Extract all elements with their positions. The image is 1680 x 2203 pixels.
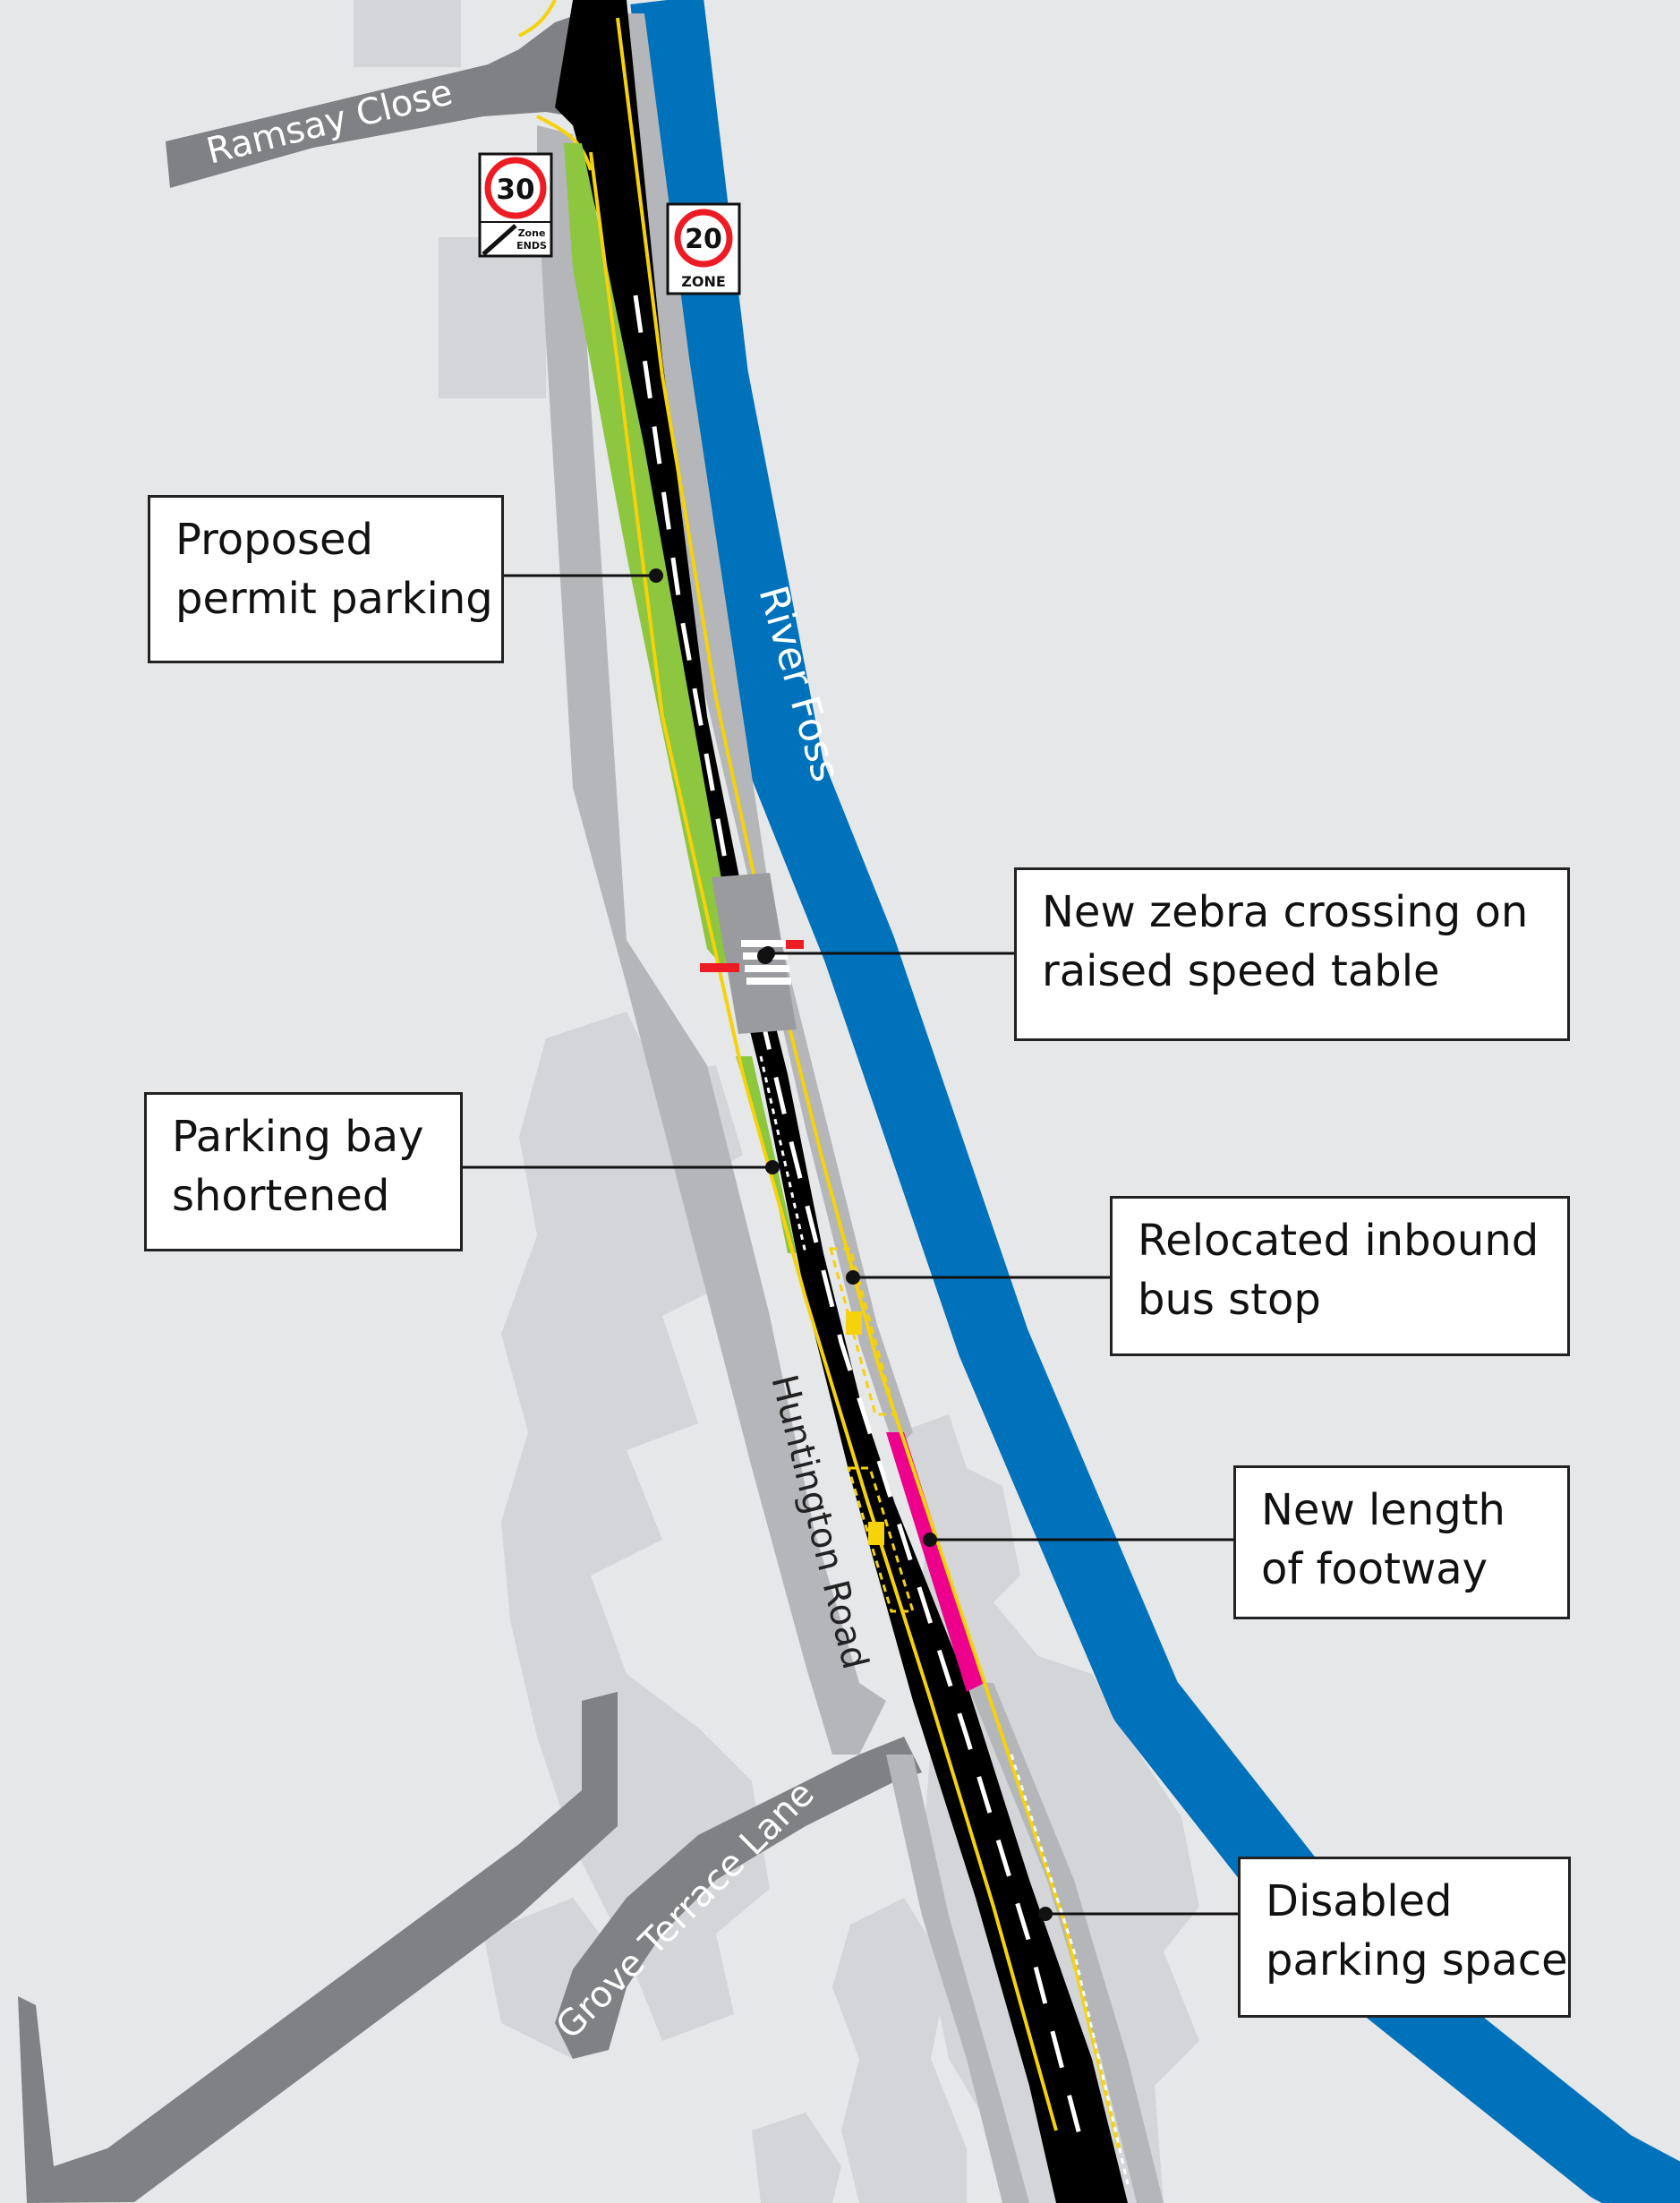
callout-line: bus stop bbox=[1138, 1275, 1321, 1325]
permit-parking-strip-south bbox=[736, 1056, 797, 1253]
speed-30-caption-line1: Zone bbox=[518, 227, 546, 239]
callout-line: Parking bay bbox=[172, 1112, 424, 1162]
crossing-kerb-west bbox=[700, 963, 739, 972]
yellow-line-west bbox=[589, 151, 1058, 2131]
centre-line bbox=[633, 295, 1086, 2149]
south-west-footway bbox=[886, 1755, 1029, 2203]
speed-30-caption-line2: ENDS bbox=[516, 240, 547, 252]
callout-line: raised speed table bbox=[1042, 946, 1440, 996]
callout-line: parking space bbox=[1266, 1935, 1568, 1985]
west-footway bbox=[537, 125, 886, 1755]
bus-stop-markings bbox=[829, 1247, 916, 1613]
callout-line: permit parking bbox=[175, 574, 493, 624]
parking-bay-dotted-line bbox=[759, 1055, 807, 1254]
ramsay-close-kerb-line bbox=[518, 0, 557, 38]
callout-footway: New length of footway bbox=[1233, 1465, 1570, 1619]
speed-limit-20-zone-sign: 20 ZONE bbox=[666, 202, 741, 295]
callout-line: Proposed bbox=[175, 515, 373, 565]
callout-line: Disabled bbox=[1266, 1876, 1453, 1926]
callout-permit-parking: Proposed permit parking bbox=[148, 495, 504, 663]
yellow-line-east bbox=[616, 17, 1121, 2149]
ramsay-close-road bbox=[166, 16, 627, 188]
side-roads bbox=[18, 16, 922, 2203]
bus-stop-text-marks bbox=[846, 1311, 884, 1545]
callout-line: New zebra crossing on bbox=[1042, 887, 1529, 937]
footways bbox=[537, 13, 1164, 2203]
zebra-crossing bbox=[700, 873, 804, 1034]
callout-line: of footway bbox=[1261, 1544, 1488, 1594]
grove-terrace-lane-road bbox=[555, 1737, 922, 2059]
callout-line: Relocated inbound bbox=[1138, 1216, 1539, 1266]
crossing-kerb-east bbox=[786, 940, 804, 949]
speed-limit-30-zone-ends-sign: 30 Zone ENDS bbox=[478, 152, 553, 258]
new-footway-strip bbox=[886, 1432, 985, 1692]
leader-dots bbox=[649, 568, 1053, 1921]
leader-lines bbox=[463, 574, 1238, 1916]
callout-zebra-crossing: New zebra crossing on raised speed table bbox=[1014, 867, 1570, 1041]
speed-20-value: 20 bbox=[685, 224, 722, 255]
speed-20-caption: ZONE bbox=[681, 273, 726, 290]
huntington-road-carriageway bbox=[555, 0, 1128, 2203]
callout-parking-bay: Parking bay shortened bbox=[144, 1092, 463, 1251]
speed-30-value: 30 bbox=[496, 174, 534, 206]
callout-line: shortened bbox=[172, 1171, 390, 1221]
disabled-bay-dotted-line bbox=[1010, 1754, 1130, 2185]
south-east-footway bbox=[967, 1683, 1164, 2203]
permit-parking-strip-north bbox=[564, 143, 734, 967]
east-footway bbox=[627, 13, 913, 1450]
kerb-line-corner bbox=[536, 115, 593, 171]
callout-bus-stop: Relocated inbound bus stop bbox=[1110, 1196, 1570, 1356]
callout-line: New length bbox=[1261, 1485, 1505, 1535]
river-foss bbox=[630, 0, 1680, 2203]
callout-disabled-parking: Disabled parking space bbox=[1238, 1857, 1571, 2018]
